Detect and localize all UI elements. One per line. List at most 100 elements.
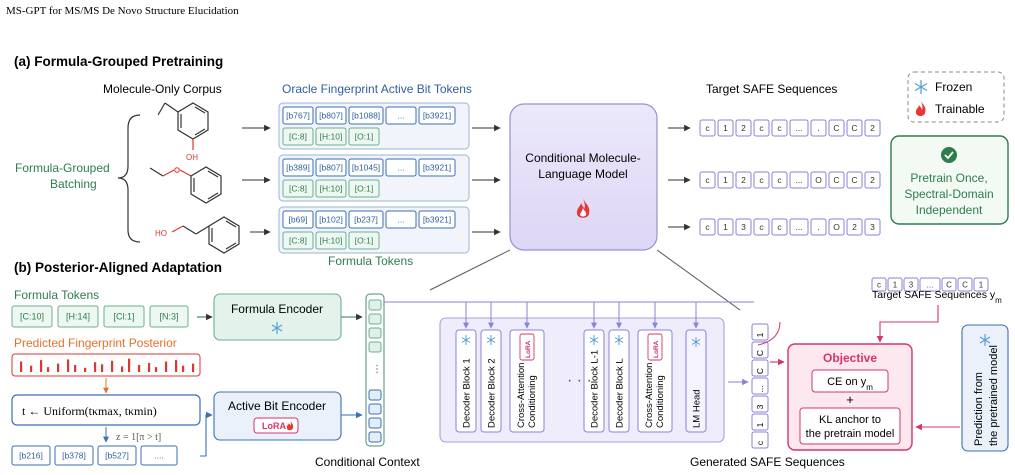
context-slot-bits <box>368 403 382 415</box>
generated-token-text-1: c <box>755 440 765 445</box>
formula-token-b-2-text: [H:14] <box>66 312 90 322</box>
safe-token-2-3-text: 2 <box>741 175 746 185</box>
threshold-formula: z = 1[π > t] <box>116 432 161 443</box>
formula-token-b-1-text: [C:10] <box>20 312 44 322</box>
context-slot-formula <box>368 299 382 311</box>
posterior-bar <box>155 367 158 372</box>
generated-token-2 <box>751 413 769 431</box>
formula-token-1-3-text: [O:1] <box>355 131 373 141</box>
molecule-1-structure <box>157 102 209 150</box>
bit-token-3-3: [b237] <box>348 210 384 229</box>
generated-token-5 <box>751 359 769 377</box>
batching-label-line1: Formula-Grouped <box>15 161 110 175</box>
generated-token-text-5: C <box>755 368 765 374</box>
formula-token-1-1-text: [C:8] <box>289 131 307 141</box>
posterior-bar <box>138 365 141 372</box>
posterior-bar <box>84 367 87 372</box>
formula-token-1-1: [C:8] <box>282 127 314 146</box>
context-ellipsis: ⋮ <box>372 364 382 375</box>
safe-token-3-2: 1 <box>717 218 734 236</box>
formula-token-b-4-text: [N:3] <box>159 312 178 322</box>
snowflake-icon <box>614 335 624 345</box>
safe-token-3-8: O <box>828 218 845 236</box>
bit-token-2-5-text: [b3921] <box>423 162 451 172</box>
generated-token-text-7: 1 <box>755 332 765 337</box>
safe-token-3-10: 3 <box>864 218 881 236</box>
lora-badge-small <box>647 333 663 361</box>
bit-token-3-2-text: [b102] <box>319 214 343 224</box>
bit-token-1-3-text: [b1088] <box>352 110 380 120</box>
arrow-bits-encoder <box>200 411 213 457</box>
target-token-1-text: c <box>877 280 881 289</box>
arrow-target-objective <box>876 305 939 343</box>
flame-icon <box>576 198 590 218</box>
posterior-bar <box>40 360 43 372</box>
sampling-box <box>11 394 201 426</box>
molecule-2-structure <box>149 166 222 204</box>
safe-token-2-4: c <box>753 171 770 189</box>
safe-token-1-9: C <box>846 119 863 137</box>
ether-oxygen <box>174 167 180 173</box>
safe-token-1-3: 2 <box>735 119 752 137</box>
bit-token-2-2-text: [b807] <box>319 162 343 172</box>
formula-token-2-2: [H:10] <box>315 179 347 198</box>
bit-token-2-5: [b3921] <box>418 158 456 177</box>
sampled-bit-3: [b527] <box>97 445 137 466</box>
bit-token-3-5: [b3921] <box>418 210 456 229</box>
safe-token-1-7-text: . <box>817 123 819 133</box>
safe-token-3-7: . <box>810 218 827 236</box>
token-groups: [b767][b807][b1088]...[b3921][C:8][H:10]… <box>278 102 470 254</box>
bit-token-1-5-text: [b3921] <box>423 110 451 120</box>
safe-token-1-3-text: 2 <box>741 123 746 133</box>
molecule-3-structure <box>171 216 240 254</box>
formula-token-1-3: [O:1] <box>348 127 380 146</box>
context-slot-formula <box>368 313 382 325</box>
target-token-2: 1 <box>887 277 903 292</box>
target-token-3: 3 <box>903 277 919 292</box>
pretrained-prediction-box <box>961 324 1009 452</box>
safe-token-2-9: C <box>846 171 863 189</box>
bit-token-1-3: [b1088] <box>348 106 384 125</box>
formula-encoder-label: Formula Encoder <box>231 302 323 316</box>
section-a-title: (a) Formula-Grouped Pretraining <box>14 54 223 69</box>
ce-box <box>811 369 889 393</box>
plus-sign: + <box>846 392 854 407</box>
safe-token-1-6: ... <box>789 119 809 137</box>
snowflake-icon <box>486 335 496 345</box>
safe-token-3-9: 2 <box>846 218 863 236</box>
safe-token-3-8-text: O <box>833 222 840 232</box>
bit-token-2-1: [b389] <box>282 158 314 177</box>
bit-token-3-1-text: [b69] <box>289 214 308 224</box>
safe-token-3-3: 3 <box>735 218 752 236</box>
posterior-bar <box>20 361 23 372</box>
cross-attn-label-a: Cross-Attention <box>644 363 655 428</box>
fingerprint-label: Oracle Fingerprint Active Bit Tokens <box>282 82 472 96</box>
bit-token-2-4: ... <box>385 158 417 177</box>
active-bit-encoder-label: Active Bit Encoder <box>228 399 326 413</box>
decoder-block-4 <box>583 329 605 433</box>
lora-label: LoRA <box>262 421 286 431</box>
sampled-bit-1: [b216] <box>11 445 51 466</box>
bit-token-1-5: [b3921] <box>418 106 456 125</box>
pretrained-line2: the pretrained model <box>988 345 1000 446</box>
bit-token-3-5-text: [b3921] <box>423 214 451 224</box>
snowflake-icon <box>589 335 599 345</box>
target-token-4: ... <box>919 277 941 292</box>
bit-token-2-2: [b807] <box>315 158 347 177</box>
bit-token-1-2-text: [b807] <box>319 110 343 120</box>
zoom-line-right <box>656 249 741 311</box>
formula-token-2-1-text: [C:8] <box>289 183 307 193</box>
model-title-line2: Language Model <box>538 167 627 181</box>
safe-token-2-9-text: C <box>851 175 857 185</box>
snowflake-icon <box>691 337 701 347</box>
posterior-bar <box>121 366 124 372</box>
safe-token-3-6-text: ... <box>795 222 802 232</box>
flame-icon <box>915 101 926 116</box>
target-token-2-text: 1 <box>893 280 898 289</box>
target-token-6: C <box>957 277 973 292</box>
safe-token-2-8-text: C <box>833 175 839 185</box>
safe-token-2-3: 2 <box>735 171 752 189</box>
generated-token-7 <box>751 323 769 341</box>
